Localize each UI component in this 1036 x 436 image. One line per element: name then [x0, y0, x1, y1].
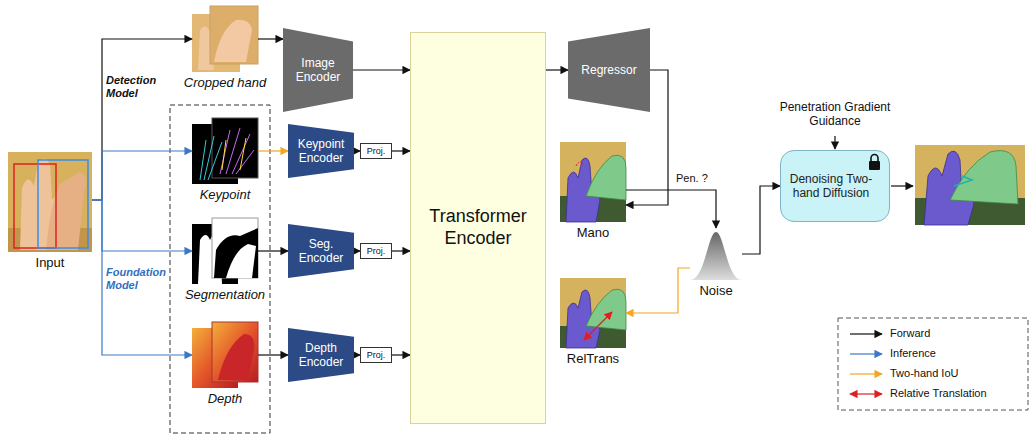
connector — [546, 69, 568, 70]
image-encoder: Image Encoder — [283, 28, 353, 112]
connector — [742, 186, 780, 254]
legend-text: Two-hand IoU — [890, 367, 958, 380]
connector — [392, 354, 410, 355]
proj-box: Proj. — [360, 347, 392, 363]
legend-text: Inference — [890, 347, 936, 360]
trapezoid-fill — [283, 28, 353, 112]
connector — [258, 354, 288, 355]
connector — [92, 200, 192, 251]
trapezoid-fill — [288, 124, 354, 178]
noise-curve: Noise — [690, 228, 742, 280]
connector — [626, 268, 690, 313]
seg-encoder: Seg. Encoder — [288, 224, 354, 278]
node-label: Proj. — [367, 350, 386, 361]
connector — [626, 190, 716, 228]
depth-encoder: Depth Encoder — [288, 328, 354, 382]
input-image: Input — [8, 152, 92, 252]
image-caption: RelTrans — [520, 351, 666, 366]
image-caption: Cropped hand — [152, 75, 298, 90]
connector — [92, 39, 192, 200]
trapezoid-fill — [568, 28, 650, 112]
connector — [258, 150, 288, 151]
edge-label: Pen. ? — [674, 172, 710, 185]
connector — [92, 151, 192, 200]
image-caption: Mano — [520, 225, 666, 240]
image-caption: Keypoint — [152, 187, 298, 202]
reltrans-image: RelTrans — [560, 278, 626, 348]
image-caption: Segmentation — [152, 287, 298, 302]
node-label: Depth Encoder — [288, 341, 354, 370]
regressor: Regressor — [568, 28, 650, 112]
image-caption: Noise — [650, 283, 782, 298]
image-caption: Depth — [152, 391, 298, 406]
trapezoid-fill — [288, 224, 354, 278]
proj-box: Proj. — [360, 143, 392, 159]
transformer-encoder: Transformer Encoder — [410, 32, 546, 424]
cropped-hand-image: Cropped hand — [192, 6, 258, 72]
node-label: Proj. — [367, 246, 386, 257]
connector — [392, 250, 410, 251]
node-label: Image Encoder — [283, 56, 353, 85]
node-label: Denoising Two-hand Diffusion — [781, 168, 889, 205]
connector — [258, 38, 283, 39]
connector — [92, 200, 192, 355]
node-label: Seg. Encoder — [288, 237, 354, 266]
diffusion-box: Denoising Two-hand Diffusion — [780, 150, 890, 222]
connector — [258, 250, 288, 251]
mano-image: Mano — [560, 142, 626, 222]
keypoint-encoder: Keypoint Encoder — [288, 124, 354, 178]
foundation-model-label: Foundation Model — [106, 266, 168, 292]
detection-model-label: Detection Model — [106, 74, 168, 100]
segmentation-image: Segmentation — [192, 218, 258, 284]
node-label: Keypoint Encoder — [288, 137, 354, 166]
trapezoid-fill — [288, 328, 354, 382]
keypoint-image: Keypoint — [192, 118, 258, 184]
proj-box: Proj. — [360, 243, 392, 259]
legend-text: Relative Translation — [890, 387, 987, 400]
node-label: Transformer Encoder — [411, 206, 545, 249]
connector — [353, 69, 410, 70]
node-label: Proj. — [367, 146, 386, 157]
depth-image: Depth — [192, 322, 258, 388]
connector — [392, 150, 410, 151]
node-label: Regressor — [575, 63, 642, 77]
legend-text: Forward — [890, 327, 930, 340]
guidance-label: Penetration Gradient Guidance — [772, 100, 898, 129]
